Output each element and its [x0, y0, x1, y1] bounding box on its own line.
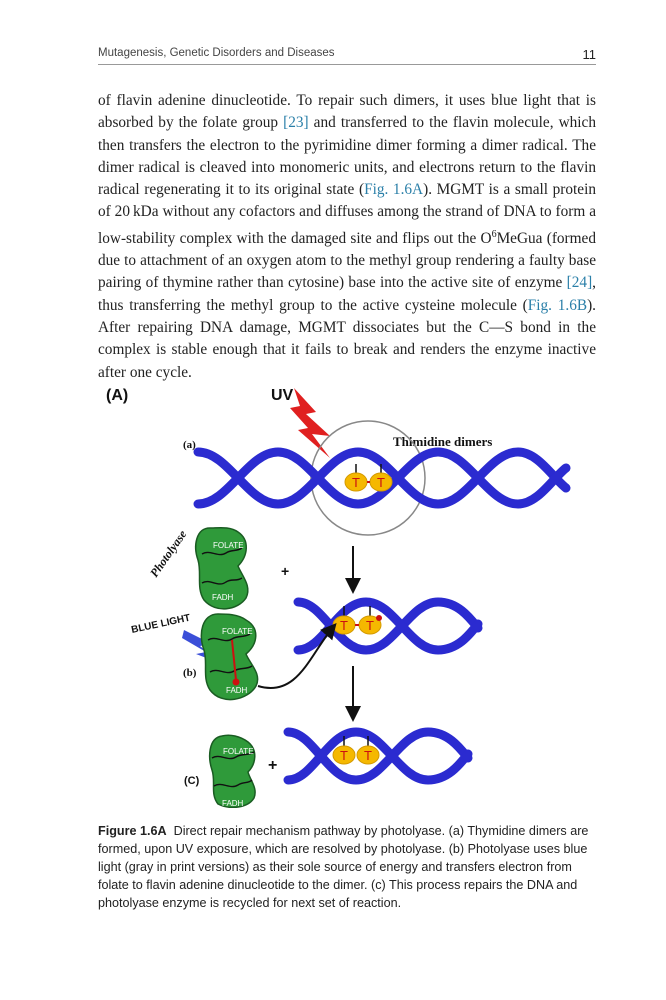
thymine-base — [332, 745, 356, 765]
body-text: of flavin adenine dinucleotide. To repai… — [98, 90, 596, 384]
blue-light-label: BLUE LIGHT — [130, 613, 191, 636]
caption-text: Direct repair mechanism pathway by photo… — [98, 824, 589, 910]
photolyase-enzyme-1: FOLATE FADH — [195, 526, 249, 610]
figure-link-1-6b[interactable]: Fig. 1.6B — [527, 296, 588, 314]
uv-lightning-icon — [290, 388, 330, 458]
t-label: T — [340, 618, 348, 633]
thymine-dimer-b: T T — [332, 606, 382, 635]
caption-label: Figure 1.6A — [98, 824, 167, 838]
highlight-circle — [310, 420, 426, 536]
fadh-label: FADH — [226, 686, 248, 695]
t-label: T — [366, 618, 374, 633]
t-label: T — [352, 475, 360, 490]
text-run: , thus transferring the methyl group to … — [98, 274, 596, 314]
figure-caption: Figure 1.6A Direct repair mechanism path… — [98, 822, 598, 912]
transfer-arrow — [257, 622, 337, 689]
plus-sign: + — [281, 563, 289, 579]
text-run: ). After repairing DNA damage, MGMT diss… — [98, 296, 596, 381]
panel-label: (A) — [106, 387, 128, 404]
running-header: Mutagenesis, Genetic Disorders and Disea… — [98, 47, 596, 65]
t-label: T — [340, 748, 348, 763]
folate-label: FOLATE — [213, 541, 244, 550]
body-paragraph: of flavin adenine dinucleotide. To repai… — [98, 90, 596, 384]
thymine-pair-repaired: T T — [332, 736, 380, 765]
dna-helix-b — [293, 597, 483, 655]
text-run: ). MGMT is a small protein of 20 kDa wit… — [98, 181, 596, 247]
t-label: T — [377, 475, 385, 490]
radical-dot — [376, 615, 382, 621]
thimidine-dimers-label: Thimidine dimers — [393, 434, 492, 449]
dna-helix-c — [283, 727, 473, 785]
page-number: 11 — [582, 47, 597, 62]
superscript: 6 — [491, 228, 497, 240]
reference-link-23[interactable]: [23] — [283, 114, 309, 132]
folate-label: FOLATE — [222, 627, 253, 636]
fadh-label: FADH — [222, 799, 244, 808]
plus-sign: + — [268, 757, 277, 774]
text-run: and transferred to the flavin molecule, … — [98, 114, 596, 199]
reference-link-24[interactable]: [24] — [566, 274, 593, 292]
thymine-dimer-a: T T — [344, 464, 393, 492]
subpanel-c-label: (C) — [184, 775, 200, 787]
photolyase-enzyme-3: FOLATE FADH — [208, 734, 256, 808]
text-run: of flavin adenine dinucleotide. To repai… — [98, 92, 596, 132]
t-label: T — [364, 748, 372, 763]
fadh-label: FADH — [212, 593, 234, 602]
photolyase-label: Photolyase — [147, 527, 190, 580]
electron-transfer-arrow — [231, 639, 237, 681]
photolyase-diagram: (A) UV (a) Thimidine dimers T T Photolya… — [106, 387, 571, 808]
figure-link-1-6a[interactable]: Fig. 1.6A — [364, 181, 424, 199]
subpanel-b-label: (b) — [183, 667, 197, 679]
figure-1-6a: (A) UV (a) Thimidine dimers T T Photolya… — [98, 378, 596, 808]
subpanel-a-label: (a) — [183, 439, 196, 451]
text-run: MeGua (formed due to attachment of an ox… — [98, 229, 596, 292]
photolyase-enzyme-2: FOLATE FADH — [200, 613, 259, 701]
thymine-base — [356, 745, 380, 765]
uv-label: UV — [271, 387, 294, 404]
electron-dot — [232, 678, 240, 686]
running-title: Mutagenesis, Genetic Disorders and Disea… — [98, 47, 335, 59]
blue-light-icon — [182, 630, 222, 664]
folate-label: FOLATE — [223, 747, 254, 756]
